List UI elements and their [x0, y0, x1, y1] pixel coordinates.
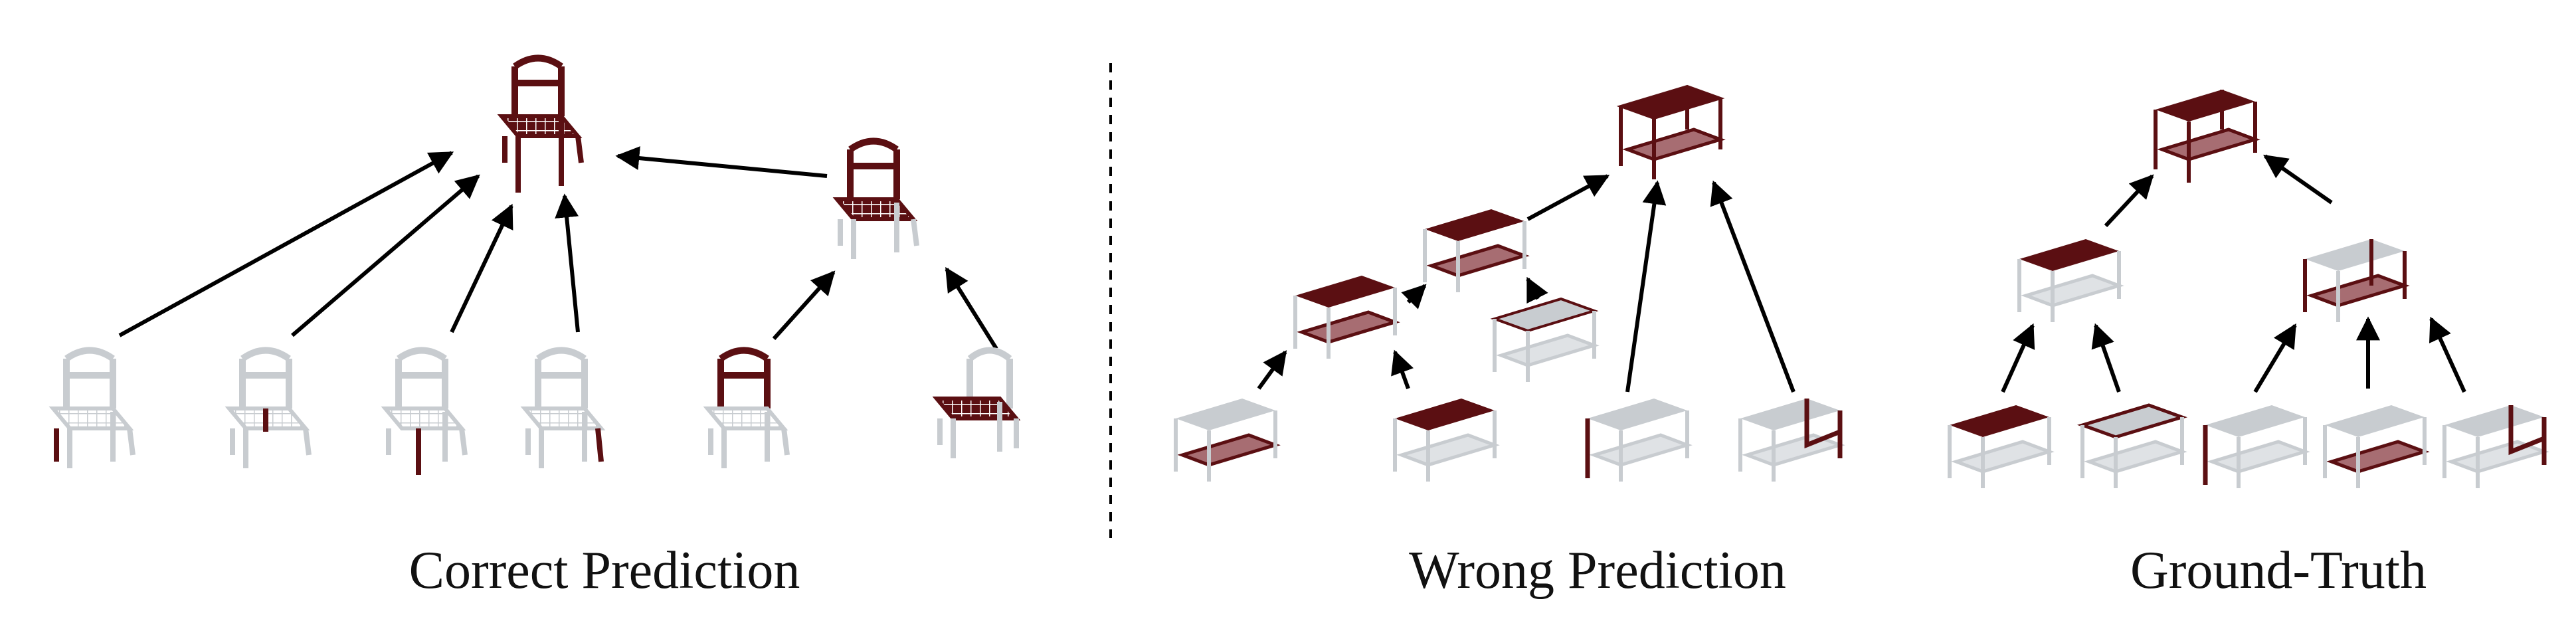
chair-icon [381, 347, 468, 475]
caption-correct-prediction: Correct Prediction [409, 541, 800, 600]
ground-truth-panel: Ground-Truth [1948, 90, 2549, 600]
chair-icon [932, 347, 1021, 458]
chair-icon [703, 347, 790, 468]
table-icon [2077, 403, 2187, 488]
table-icon [1738, 399, 1845, 482]
table-icon [1616, 84, 1726, 179]
chair-icon [48, 347, 136, 468]
middle-arrows [1257, 174, 1795, 393]
table-icon [1948, 405, 2055, 488]
table-icon [2154, 90, 2260, 183]
chair-icon [832, 137, 919, 259]
table-icon [2303, 239, 2410, 322]
caption-ground-truth: Ground-Truth [2130, 541, 2427, 600]
table-icon [1585, 399, 1693, 482]
table-icon [1174, 399, 1281, 482]
correct-prediction-panel: Correct Prediction [48, 54, 1021, 600]
table-icon [2203, 405, 2310, 488]
caption-wrong-prediction: Wrong Prediction [1409, 541, 1786, 600]
table-icon [1393, 399, 1500, 482]
table-icon [1490, 297, 1600, 382]
right-arrows [2001, 154, 2466, 393]
chair-icon [497, 54, 584, 193]
table-icon [1293, 276, 1400, 359]
chair-icon [225, 347, 312, 468]
chair-icon [520, 347, 606, 468]
left-arrows [118, 146, 998, 350]
table-icon [2323, 405, 2430, 488]
table-icon [1423, 209, 1530, 292]
table-icon [2442, 405, 2549, 488]
table-icon [2017, 239, 2124, 322]
wrong-prediction-panel: Wrong Prediction [1174, 84, 1845, 600]
